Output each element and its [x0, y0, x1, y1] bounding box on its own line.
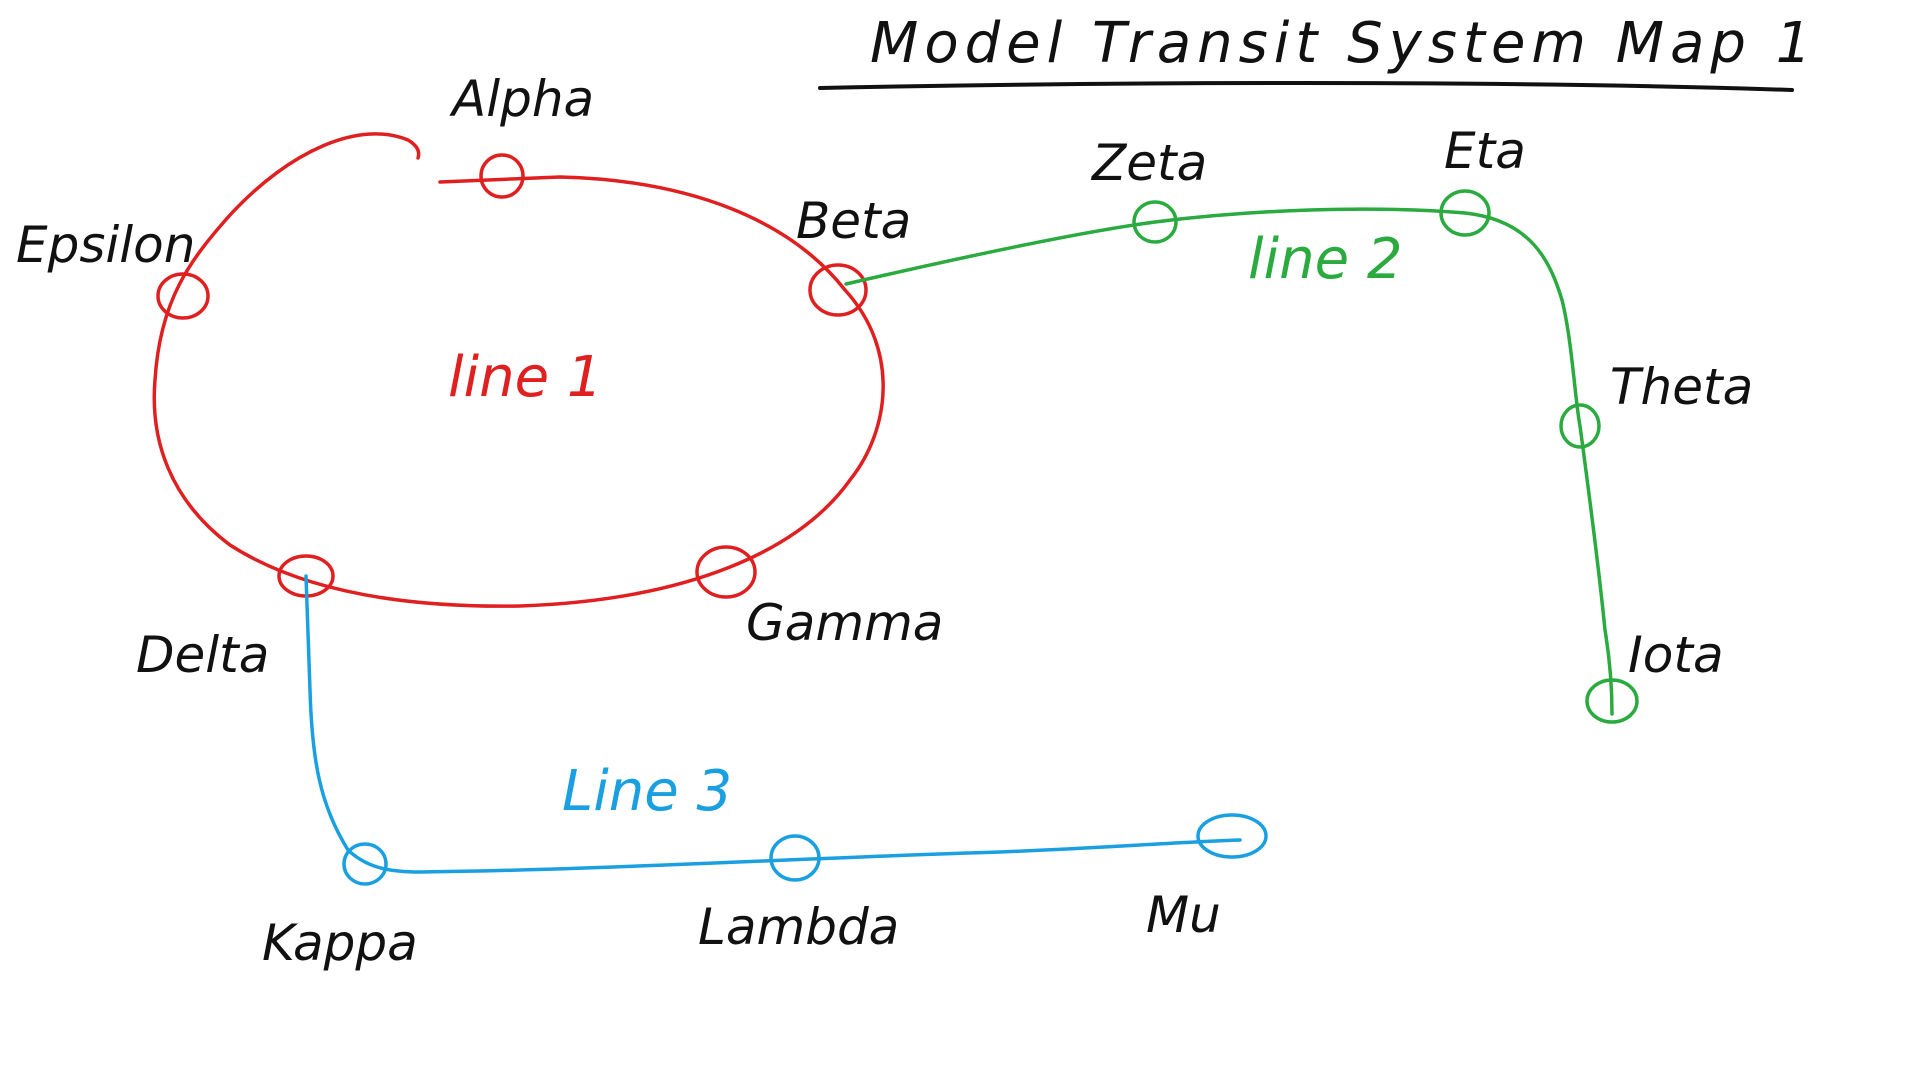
line-1-track [152, 132, 885, 608]
station-label-theta: Theta [1610, 358, 1753, 416]
station-label-gamma: Gamma [746, 594, 943, 652]
line-2-track [844, 207, 1614, 716]
station-marker-alpha[interactable] [479, 153, 525, 199]
line-3-label: Line 3 [562, 759, 732, 824]
station-marker-gamma[interactable] [695, 545, 757, 599]
station-label-iota: Iota [1628, 626, 1724, 684]
line-3 [304, 574, 1268, 886]
line-3-track [304, 574, 1242, 874]
station-label-eta: Eta [1444, 122, 1526, 180]
station-marker-beta[interactable] [808, 263, 868, 317]
station-label-lambda: Lambda [698, 898, 899, 956]
station-marker-iota[interactable] [1585, 678, 1639, 724]
line-2-label: line 2 [1248, 227, 1403, 292]
station-marker-lambda[interactable] [769, 834, 821, 882]
station-marker-zeta[interactable] [1132, 200, 1178, 244]
station-label-zeta: Zeta [1090, 134, 1207, 192]
title-underline [818, 81, 1794, 92]
station-label-beta: Beta [796, 192, 911, 250]
station-label-delta: Delta [136, 626, 269, 684]
station-marker-epsilon[interactable] [156, 272, 210, 320]
station-label-kappa: Kappa [262, 914, 418, 972]
line-2 [844, 189, 1639, 724]
station-label-alpha: Alpha [449, 70, 594, 128]
station-label-epsilon: Epsilon [16, 216, 195, 274]
station-marker-eta[interactable] [1439, 189, 1491, 237]
station-label-mu: Mu [1146, 886, 1221, 944]
map-title: Model Transit System Map 1 [870, 11, 1817, 76]
station-marker-mu[interactable] [1196, 813, 1268, 859]
station-marker-kappa[interactable] [342, 842, 388, 886]
station-marker-theta[interactable] [1559, 403, 1601, 449]
line-1-label: line 1 [448, 345, 603, 410]
